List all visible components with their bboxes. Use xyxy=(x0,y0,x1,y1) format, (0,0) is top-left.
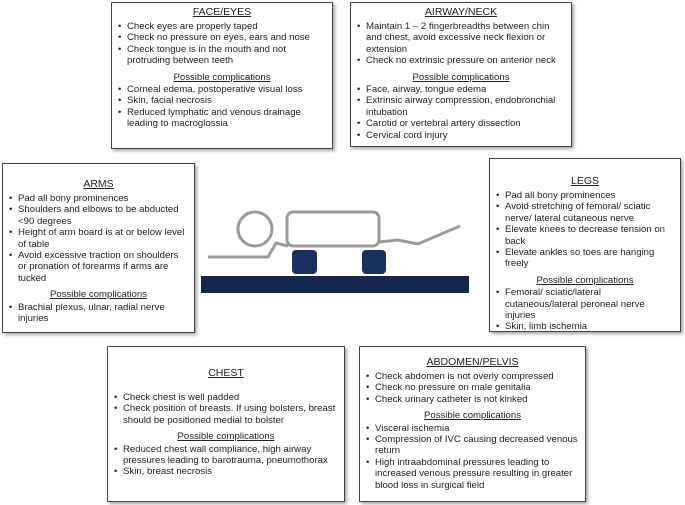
abdomen-pelvis-title: ABDOMEN/PELVIS xyxy=(426,356,519,368)
list-item: Femoral/ sciatic/lateral cutaneous/later… xyxy=(496,287,674,321)
abdomen-pelvis-checks: Check abdomen is not overly compressed C… xyxy=(366,371,579,406)
airway-neck-complications: Face, airway, tongue edema Extrinsic air… xyxy=(357,84,565,141)
list-item: Pad all bony prominences xyxy=(496,190,674,202)
list-item: Check chest is well padded xyxy=(114,392,338,404)
list-item: Check no extrinsic pressure on anterior … xyxy=(357,55,565,67)
arms-title: ARMS xyxy=(83,178,114,190)
legs-complications: Femoral/ sciatic/lateral cutaneous/later… xyxy=(496,287,674,333)
arms-complications-heading: Possible complications xyxy=(49,289,148,301)
list-item: Extrinsic airway compression, endobronch… xyxy=(357,95,565,118)
list-item: Check tongue is in the mouth and not pro… xyxy=(118,44,326,67)
list-item: Check no pressure on eyes, ears and nose xyxy=(118,32,326,44)
airway-neck-checks: Maintain 1 – 2 fingerbreadths between ch… xyxy=(357,21,565,67)
legs-complications-heading: Possible complications xyxy=(536,274,634,286)
list-item: Shoulders and elbows to be abducted <90 … xyxy=(9,204,188,227)
list-item: Check abdomen is not overly compressed xyxy=(366,371,579,383)
list-item: Skin, facial necrosis xyxy=(118,95,326,107)
abdomen-pelvis-complications: Visceral ischemia Compression of IVC cau… xyxy=(366,423,579,491)
list-item: Pad all bony prominences xyxy=(9,193,188,205)
face-eyes-title: FACE/EYES xyxy=(192,6,252,18)
list-item: Compression of IVC causing decreased ven… xyxy=(366,434,579,457)
face-eyes-checks: Check eyes are properly taped Check no p… xyxy=(118,21,326,67)
list-item: Cervical cord injury xyxy=(357,130,565,142)
list-item: Check eyes are properly taped xyxy=(118,21,326,33)
torso-outline xyxy=(285,210,381,248)
arms-checks: Pad all bony prominences Shoulders and e… xyxy=(9,193,188,284)
chest-complications-heading: Possible complications xyxy=(177,431,275,443)
leg-line xyxy=(378,224,461,246)
bolster-chest xyxy=(292,250,317,274)
face-eyes-complications-heading: Possible complications xyxy=(173,71,271,83)
list-item: Skin, limb ischemia xyxy=(496,321,674,333)
arms-complications: Brachial plexus, ulnar, radial nerve inj… xyxy=(9,302,188,325)
list-item: Corneal edema, postoperative visual loss xyxy=(118,84,326,96)
list-item: Check no pressure on male genitalia xyxy=(366,382,579,394)
list-item: Brachial plexus, ulnar, radial nerve inj… xyxy=(9,302,188,325)
legs-box: LEGS Pad all bony prominences Avoid stre… xyxy=(489,158,681,333)
list-item: Maintain 1 – 2 fingerbreadths between ch… xyxy=(357,21,565,55)
head-outline xyxy=(236,210,274,248)
list-item: Reduced chest wall compliance, high airw… xyxy=(114,444,338,467)
list-item: Height of arm board is at or below level… xyxy=(9,227,188,250)
abdomen-pelvis-complications-heading: Possible complications xyxy=(423,410,522,422)
arms-box: ARMS Pad all bony prominences Shoulders … xyxy=(2,163,195,333)
list-item: Visceral ischemia xyxy=(366,423,579,435)
chest-complications: Reduced chest wall compliance, high airw… xyxy=(114,444,338,479)
list-item: Skin, breast necrosis xyxy=(114,466,338,478)
operating-table xyxy=(201,276,469,293)
legs-title: LEGS xyxy=(570,175,599,187)
airway-neck-box: AIRWAY/NECK Maintain 1 – 2 fingerbreadth… xyxy=(350,2,572,147)
arm-line xyxy=(208,241,289,259)
list-item: Avoid excessive traction on shoulders or… xyxy=(9,250,188,284)
legs-checks: Pad all bony prominences Avoid stretchin… xyxy=(496,190,674,270)
face-eyes-complications: Corneal edema, postoperative visual loss… xyxy=(118,84,326,130)
airway-neck-title: AIRWAY/NECK xyxy=(424,6,498,18)
list-item: Face, airway, tongue edema xyxy=(357,84,565,96)
face-eyes-box: FACE/EYES Check eyes are properly taped … xyxy=(111,2,333,149)
airway-neck-complications-heading: Possible complications xyxy=(412,71,510,83)
list-item: Elevate knees to decrease tension on bac… xyxy=(496,224,674,247)
list-item: High intraabdominal pressures leading to… xyxy=(366,457,579,491)
bolster-pelvis xyxy=(362,250,386,274)
abdomen-pelvis-box: ABDOMEN/PELVIS Check abdomen is not over… xyxy=(359,346,586,502)
chest-title: CHEST xyxy=(208,367,244,379)
list-item: Check urinary catheter is not kinked xyxy=(366,394,579,406)
chest-box: CHEST Check chest is well padded Check p… xyxy=(107,346,345,502)
list-item: Check position of breasts. If using bols… xyxy=(114,403,338,426)
list-item: Reduced lymphatic and venous drainage le… xyxy=(118,107,326,130)
chest-checks: Check chest is well padded Check positio… xyxy=(114,392,338,426)
list-item: Avoid stretching of femoral/ sciatic ner… xyxy=(496,201,674,224)
list-item: Elevate ankles so toes are hanging freel… xyxy=(496,247,674,270)
list-item: Carotid or vertebral artery dissection xyxy=(357,118,565,130)
